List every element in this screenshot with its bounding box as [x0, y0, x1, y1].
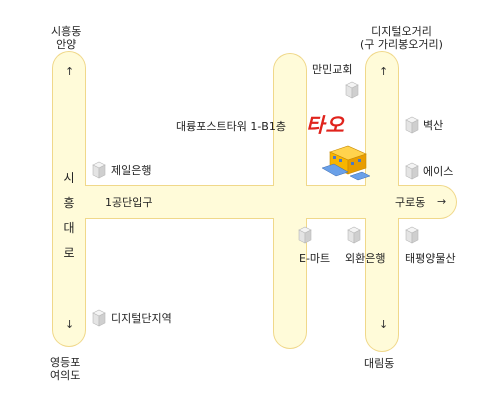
label-korea-exchange-bank: 외환은행: [345, 252, 386, 265]
taepyeong-building-icon: [405, 226, 419, 244]
label-siheung-anyang: 시흥동 안양: [51, 25, 82, 51]
siheung-road-char: 흥: [63, 196, 75, 210]
label-daerim-dong: 대림동: [364, 357, 395, 370]
arrow-down-icon: ↓: [379, 318, 389, 331]
siheung-road-char: 로: [63, 246, 75, 260]
ace-building-icon: [405, 162, 419, 180]
jeil-bank-building-icon: [92, 161, 106, 179]
label-guro-dong: 구로동: [395, 196, 426, 209]
label-taepyeong-mulsan: 태평양물산: [405, 252, 456, 265]
digital-zone-building-icon: [92, 309, 106, 327]
arrow-up-icon: ↑: [65, 65, 75, 78]
label-ace: 에이스: [423, 165, 454, 178]
road-network: [52, 51, 457, 352]
tao-logo: 타오: [306, 113, 345, 137]
building-3d-icon: [321, 145, 371, 181]
siheung-road-char: 대: [63, 221, 75, 235]
building-icons: [92, 81, 419, 327]
label-manmin-church: 만민교회: [312, 63, 353, 76]
label-byeoksan: 벽산: [423, 119, 444, 132]
label-emart: E-마트: [299, 252, 331, 265]
kexchange-building-icon: [347, 226, 361, 244]
label-digital-complex-station: 디지털단지역: [111, 312, 172, 325]
emart-building-icon: [298, 226, 312, 244]
arrow-up-icon: ↑: [379, 65, 389, 78]
label-daeryung-tower: 대륭포스트타워 1-B1층: [176, 120, 286, 133]
siheung-road-char: 시: [63, 171, 75, 185]
label-gongdan-ipgu: 1공단입구: [105, 196, 153, 209]
label-digital-ogeori: 디지털오거리 (구 가리봉오거리): [360, 25, 443, 51]
label-yeongdeungpo-yeouido: 영등포 여의도: [50, 356, 81, 382]
arrow-right-icon: →: [437, 195, 447, 208]
arrow-down-icon: ↓: [65, 318, 75, 331]
byeoksan-building-icon: [405, 116, 419, 134]
manmin-church-building-icon: [345, 81, 359, 99]
label-jeil-bank: 제일은행: [111, 164, 152, 177]
